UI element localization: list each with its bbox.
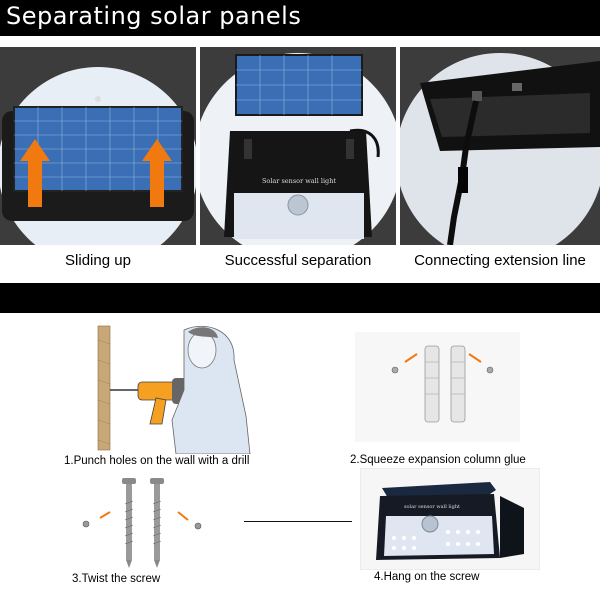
arrow-up-icon: [20, 139, 50, 207]
sliding-up-illustration: [0, 47, 196, 245]
title-bar: Separating solar panels: [0, 0, 600, 36]
step-1-label: 1.Punch holes on the wall with a drill: [64, 455, 250, 467]
panel-sliding-up: [0, 47, 196, 245]
drill-illustration: [97, 325, 251, 454]
panel-successful-separation: Solar sensor wall light: [200, 47, 396, 245]
wall-hole-icon: [486, 366, 494, 374]
divider-band: [0, 283, 600, 313]
arrow-up-icon: [142, 139, 172, 207]
caption-connecting-extension: Connecting extension line: [414, 252, 586, 269]
light-brand-label: Solar sensor wall light: [262, 177, 336, 185]
anchors-illustration: [355, 332, 520, 442]
caption-sliding-up: Sliding up: [65, 252, 131, 269]
panel-divider: [196, 47, 200, 245]
step-2-label: 2.Squeeze expansion column glue: [350, 454, 526, 466]
wall-hole-icon: [82, 520, 90, 528]
step-3-label: 3.Twist the screw: [72, 573, 161, 585]
extension-line-illustration: [400, 47, 600, 245]
caption-successful-separation: Successful separation: [224, 252, 372, 269]
connector-line: [244, 521, 352, 522]
wall-hole-icon: [194, 522, 202, 530]
page-title: Separating solar panels: [6, 2, 302, 30]
panel-divider: [396, 47, 400, 245]
separation-illustration: Solar sensor wall light: [200, 47, 396, 245]
screws-illustration: [82, 478, 202, 568]
light-brand-label: solar sensor wall light: [404, 504, 460, 510]
step-4-label: 4.Hang on the screw: [374, 571, 480, 583]
wall-hole-icon: [391, 366, 399, 374]
hanging-light-illustration: solar sensor wall light: [360, 468, 540, 570]
panel-connecting-extension: [400, 47, 600, 245]
